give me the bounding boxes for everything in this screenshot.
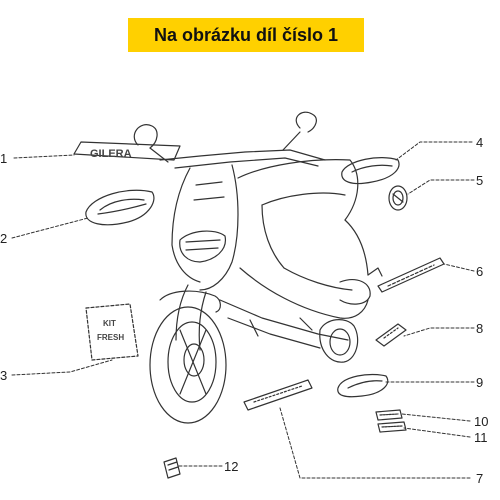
callout-4: 4 [476, 135, 483, 150]
leader-11 [403, 427, 471, 438]
part-11-small-label [377, 421, 407, 433]
callout-10: 10 [474, 414, 488, 429]
callout-12: 12 [224, 459, 238, 474]
leader-lines [11, 141, 475, 479]
title-text: Na obrázku díl číslo 1 [153, 24, 339, 45]
callout-5: 5 [476, 173, 483, 188]
part-10-small-label [375, 409, 403, 421]
leader-5 [407, 179, 475, 195]
part-4-oval-logo [341, 157, 400, 185]
callout-8: 8 [476, 321, 483, 336]
callout-1: 1 [0, 151, 7, 166]
part-12-small-tag [163, 457, 181, 479]
part-5-round-badge [388, 185, 408, 211]
leader-1 [13, 154, 75, 159]
leader-2 [11, 217, 89, 239]
scooter-illustration [133, 111, 383, 424]
callout-3: 3 [0, 368, 7, 383]
leader-10 [401, 413, 471, 422]
part-8-small-decal [375, 323, 407, 347]
callout-7: 7 [476, 471, 483, 486]
callout-2: 2 [0, 231, 7, 246]
kit-label-line-2: FRESH [97, 333, 124, 342]
leader-8 [403, 327, 475, 337]
gilera-text: GILERA [90, 148, 132, 160]
part-7-stripe-decal [243, 379, 313, 411]
title-banner: Na obrázku díl číslo 1 [128, 18, 364, 52]
callout-11: 11 [474, 430, 488, 445]
part-2-oval-logo [85, 189, 155, 226]
leader-4 [395, 141, 473, 161]
part-9-oval-logo [337, 373, 389, 398]
leader-6 [443, 263, 475, 272]
part-1-gilera-decal: GILERA [73, 141, 181, 161]
leader-7 [279, 407, 471, 479]
callout-9: 9 [476, 375, 483, 390]
kit-label-line-1: KIT [103, 319, 116, 328]
callout-numbers: 1 2 3 4 5 6 7 8 9 10 11 12 [0, 135, 488, 486]
part-6-long-stripe [377, 257, 445, 293]
leader-3 [11, 359, 113, 376]
part-3-kit-fresh-sticker: KIT FRESH [85, 303, 139, 361]
callout-6: 6 [476, 264, 483, 279]
